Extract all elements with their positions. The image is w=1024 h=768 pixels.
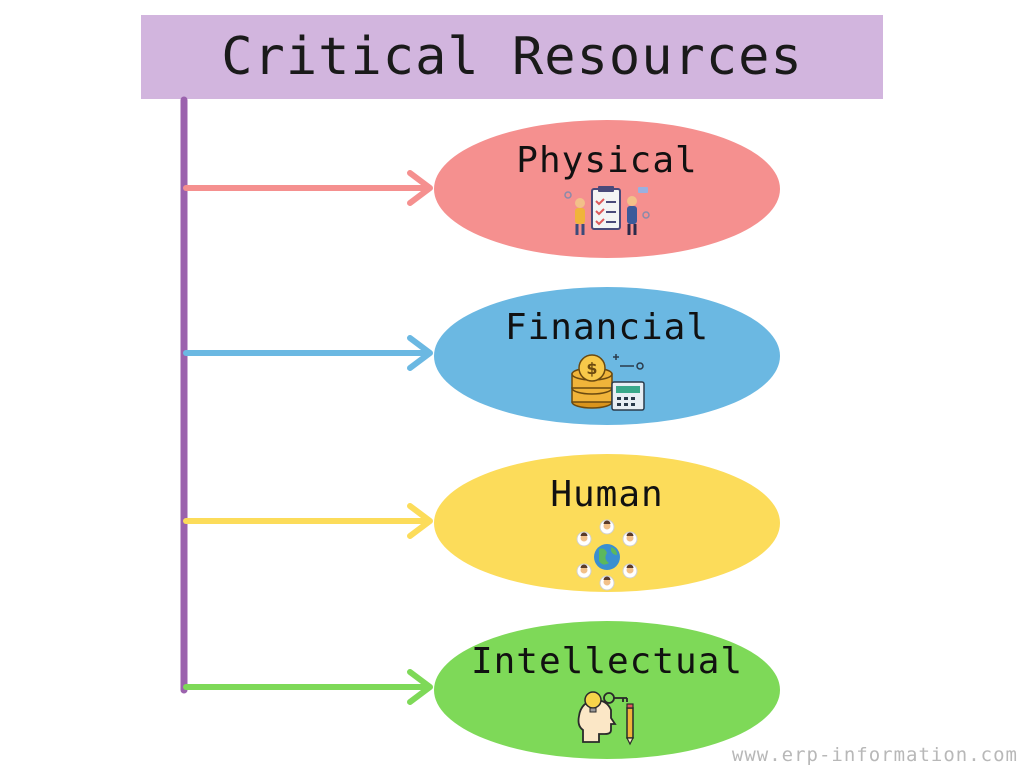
tasks-checklist-icon <box>562 185 652 245</box>
node-label-intellectual: Intellectual <box>470 641 744 682</box>
title-banner: Critical Resources <box>141 15 883 99</box>
node-human: Human <box>434 454 780 592</box>
node-intellectual: Intellectual <box>434 621 780 759</box>
global-people-network-icon <box>567 519 647 595</box>
node-physical: Physical <box>434 120 780 258</box>
node-label-physical: Physical <box>516 140 698 181</box>
arrow-physical <box>183 170 433 206</box>
arrow-human <box>183 503 433 539</box>
coins-calculator-icon: $ <box>562 352 652 416</box>
node-financial: Financial $ <box>434 287 780 425</box>
watermark-url: www.erp-information.com <box>731 744 1018 766</box>
node-label-human: Human <box>550 474 664 515</box>
arrow-financial <box>183 335 433 371</box>
node-label-financial: Financial <box>504 307 710 348</box>
arrow-intellectual <box>183 669 433 705</box>
svg-text:$: $ <box>586 359 597 378</box>
mind-key-idea-icon <box>575 686 639 750</box>
diagram-title: Critical Resources <box>221 27 803 87</box>
